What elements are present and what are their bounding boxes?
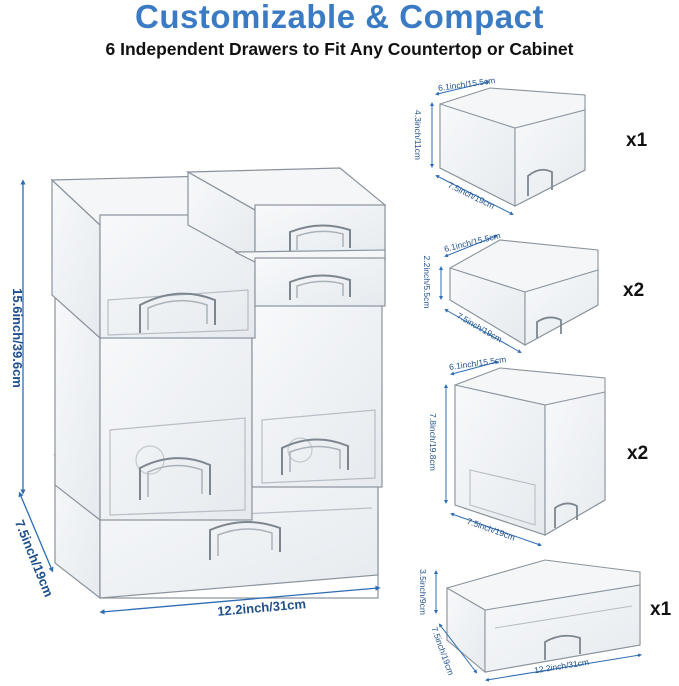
stack-height-label: 15.6inch/39.6cm — [10, 288, 25, 388]
module-2-dimensions — [439, 234, 522, 353]
stack-width-label: 12.2inch/31cm — [217, 596, 307, 619]
drawer-stack — [50, 167, 387, 600]
module-drawer-3 — [454, 367, 606, 536]
module-drawer-4 — [446, 559, 641, 674]
module-4-dimensions — [434, 570, 642, 682]
module-1-height-label: 4.3inch/11cm — [413, 110, 423, 160]
module-2-quantity: x2 — [623, 280, 645, 301]
module-4-height-label: 3.5inch/9cm — [418, 569, 428, 615]
module-3-dimensions — [444, 360, 542, 547]
module-2-height-label: 2.2inch/5.5cm — [422, 256, 432, 309]
page-title: Customizable & Compact — [135, 0, 544, 35]
stack-dimensions — [18, 179, 381, 615]
module-3-quantity: x2 — [627, 443, 649, 464]
module-1-dimensions — [430, 80, 514, 215]
stack-depth-label: 7.5inch/19cm — [12, 518, 56, 599]
module-4-quantity: x1 — [650, 599, 672, 620]
stack-drawer-tall-right — [232, 289, 384, 488]
module-1-quantity: x1 — [626, 130, 648, 151]
page-subtitle: 6 Independent Drawers to Fit Any Counter… — [105, 39, 574, 59]
stack-drawer-shallow-bottom — [234, 249, 386, 307]
module-3-height-label: 7.8inch/19.8cm — [428, 413, 438, 471]
module-drawer-2 — [449, 239, 599, 346]
